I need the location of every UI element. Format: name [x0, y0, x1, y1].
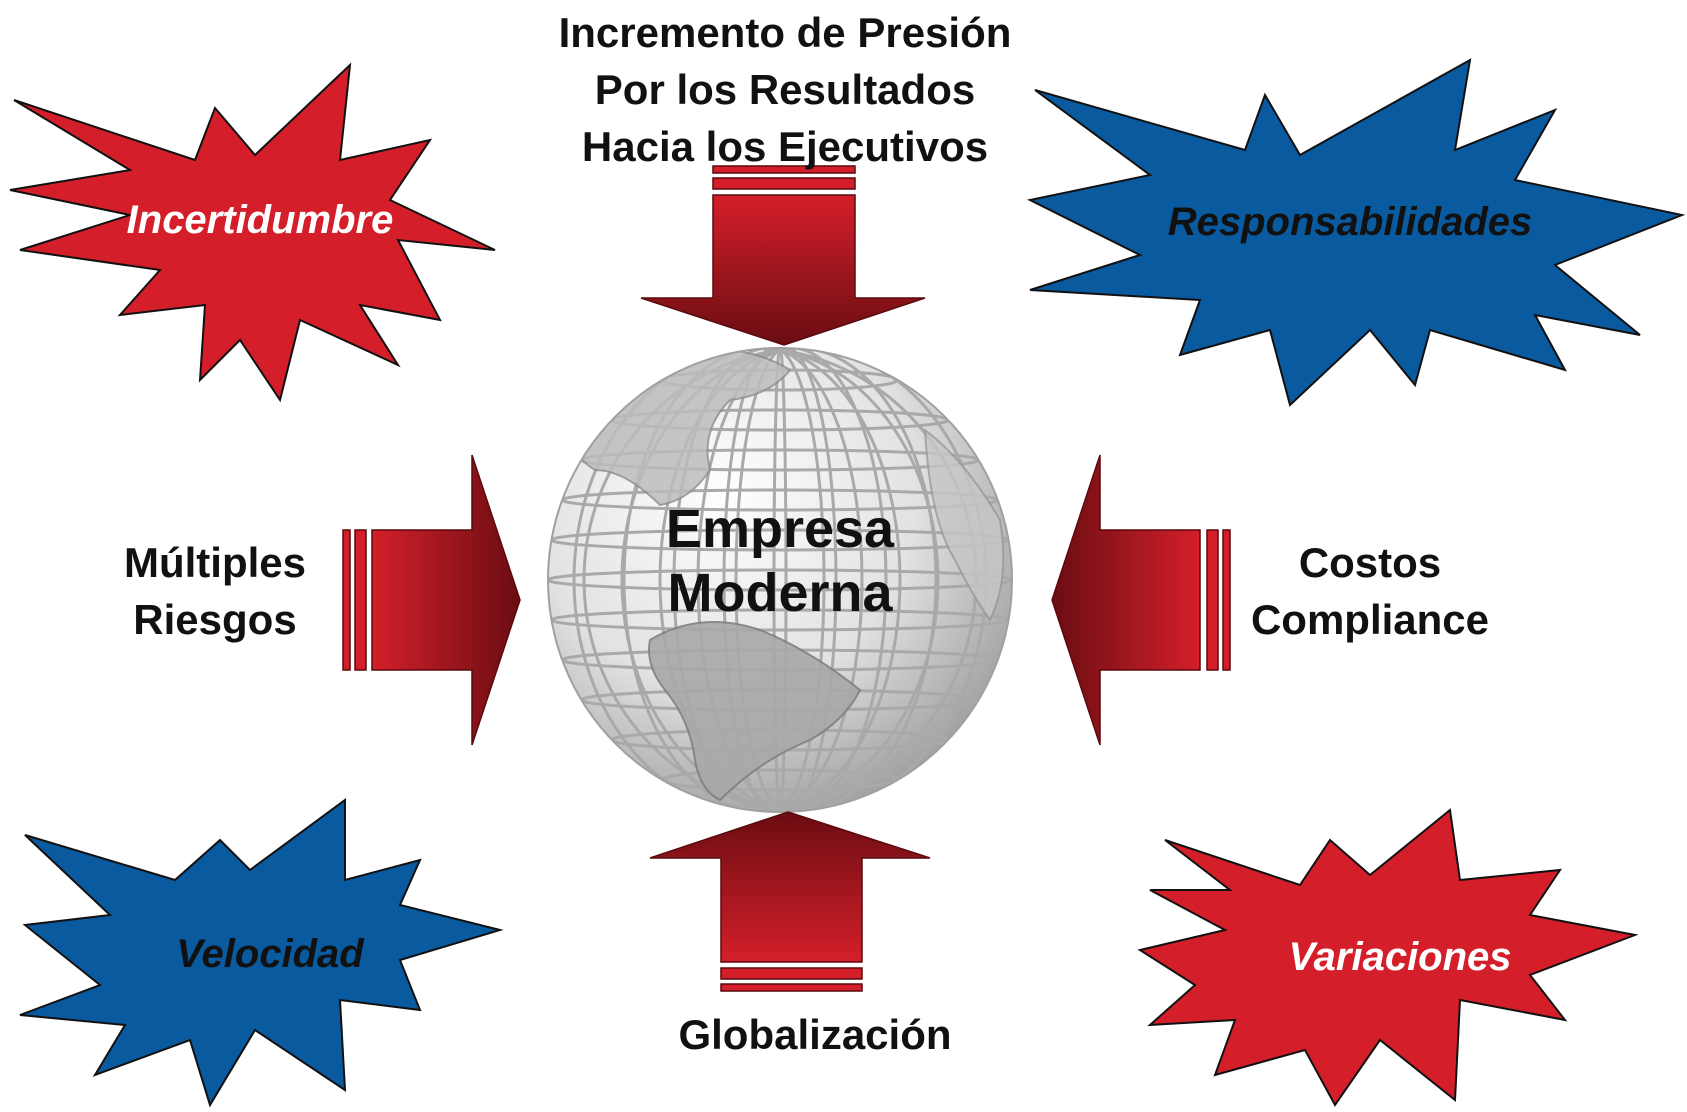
top-pressure-line-2: Por los Resultados [594, 66, 976, 113]
left-risks-line-2: Riesgos [133, 596, 297, 643]
starburst-top-right [1026, 58, 1686, 407]
globe-latitude-line-5 [548, 568, 1012, 592]
arrow-down-top-body [640, 194, 926, 346]
arrow-left-right-bar-1 [1206, 529, 1219, 671]
burst-label-incertidumbre: Incertidumbre [126, 198, 394, 242]
globe-longitude-line-7 [696, 348, 888, 812]
globe-image [547, 347, 1013, 813]
top-pressure-line-1: Incremento de Presión [558, 9, 1012, 56]
left-risks-label: Múltiples Riesgos [90, 534, 340, 648]
starburst-top-right-shape [1026, 58, 1686, 407]
top-pressure-label: Incremento de Presión Por los Resultados… [500, 4, 1070, 175]
right-costs-line-2: Compliance [1250, 596, 1490, 643]
arrow-down-top-bar-1 [712, 165, 856, 174]
bottom-globalization-line-1: Globalización [678, 1011, 952, 1058]
globe-longitude-line-6 [734, 348, 838, 812]
globe-outline [547, 347, 1013, 813]
bottom-globalization-label: Globalización [640, 1006, 990, 1063]
starburst-bottom-right [1137, 808, 1639, 1107]
burst-label-responsabilidades: Responsabilidades [1167, 200, 1533, 244]
arrow-up-bottom [649, 811, 931, 992]
arrow-down-top [640, 165, 926, 346]
left-risks-line-1: Múltiples [123, 539, 306, 586]
globe-longitude-line-1 [572, 348, 940, 812]
globe-longitude-line-10 [582, 348, 1012, 812]
center-company-label: Empresa Moderna [600, 498, 960, 625]
arrow-up-bottom-bar-2 [720, 983, 863, 992]
center-line-2: Moderna [667, 562, 893, 623]
arrow-up-bottom-bar-1 [720, 967, 863, 980]
right-costs-line-1: Costos [1298, 539, 1442, 586]
arrow-up-bottom-body [649, 811, 931, 963]
burst-label-variaciones: Variaciones [1288, 935, 1512, 979]
continent-africa-edge [923, 427, 1005, 622]
continent-south-america [648, 621, 862, 802]
burst-label-velocidad: Velocidad [176, 932, 364, 976]
globe-longitude-line-4 [722, 348, 826, 812]
starburst-top-left [9, 62, 496, 403]
arrow-right-left [342, 454, 521, 746]
starburst-bottom-right-shape [1137, 808, 1639, 1107]
arrow-right-left-bar-2 [354, 529, 367, 671]
arrow-left-right-bar-2 [1222, 529, 1231, 671]
starburst-bottom-left [19, 798, 504, 1108]
globe-longitude-line-3 [672, 348, 864, 812]
arrow-left-right-body [1051, 454, 1201, 746]
arrow-left-right [1051, 454, 1231, 746]
starburst-top-left-shape [9, 62, 496, 403]
globe-longitude-line-8 [658, 348, 938, 812]
center-line-1: Empresa [665, 499, 895, 559]
right-costs-label: Costos Compliance [1235, 534, 1505, 648]
globe-longitude-line-2 [622, 348, 902, 812]
arrow-right-left-bar-1 [342, 529, 351, 671]
starburst-bottom-left-shape [19, 798, 504, 1108]
arrow-down-top-bar-2 [712, 177, 856, 190]
arrow-right-left-body [371, 454, 521, 746]
top-pressure-line-3: Hacia los Ejecutivos [581, 123, 989, 170]
globe-longitude-line-5 [772, 348, 788, 812]
